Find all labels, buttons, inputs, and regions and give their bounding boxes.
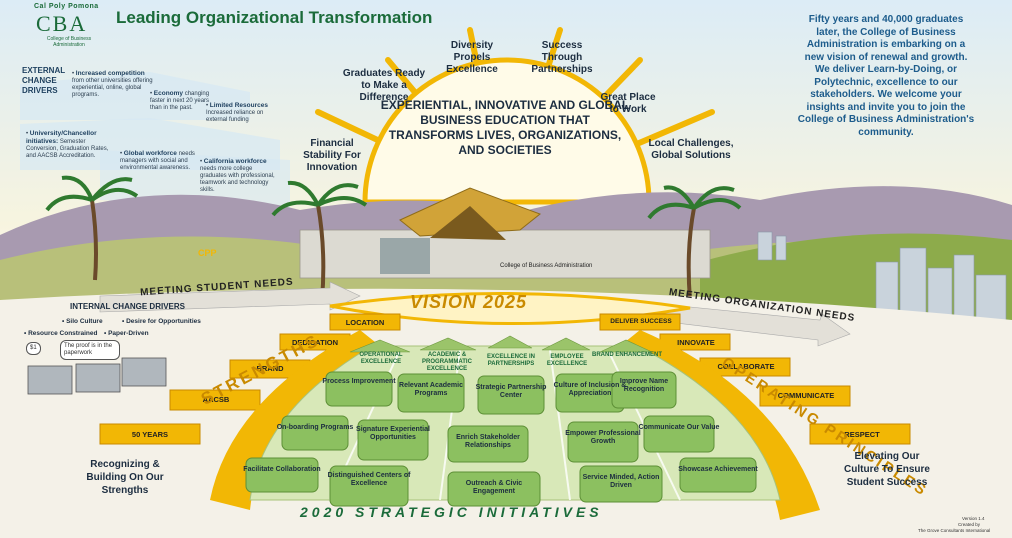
principle-step-label: DELIVER SUCCESS <box>610 318 672 325</box>
internal-driver-item: • Desire for Opportunities <box>122 318 201 325</box>
initiative-category: EMPLOYEE EXCELLENCE <box>546 354 588 367</box>
internal-driver-item: • Silo Culture <box>62 318 103 325</box>
cpp-hill-letters: CPP <box>198 248 217 258</box>
strength-step-label: BRAND <box>256 364 284 373</box>
palm-tree-center-right <box>647 185 742 301</box>
cba-building <box>299 187 711 279</box>
initiative-label: Outreach & Civic Engagement <box>465 480 523 495</box>
speech-bubble: $1 <box>26 342 41 355</box>
office-desks <box>27 357 167 395</box>
external-driver-item: • University/Chancellor initiatives: Sem… <box>26 130 109 159</box>
strategic-initiatives-banner: 2020 STRATEGIC INITIATIVES <box>300 504 603 520</box>
strengths-staircase <box>99 313 401 445</box>
initiative-label: Facilitate Collaboration <box>243 466 321 473</box>
initiative-label: Strategic Partnership Center <box>475 384 547 399</box>
intro-paragraph: Fifty years and 40,000 graduates later, … <box>797 14 975 138</box>
external-driver-item: • Global workforce needs managers with s… <box>120 150 195 171</box>
principle-step-label: RESPECT <box>844 430 880 439</box>
strength-step-label: AACSB <box>202 395 230 404</box>
credit-label: The Grove Consultants International <box>918 528 991 533</box>
initiative-label: Improve Name Recognition <box>619 378 669 393</box>
speech-bubble: The proof is in the paperwork <box>60 340 120 360</box>
initiative-label: On-boarding Programs <box>276 424 354 431</box>
external-drivers-heading: EXTERNAL CHANGE DRIVERS <box>22 66 65 95</box>
initiative-category: OPERATIONAL EXCELLENCE <box>359 352 403 365</box>
driver-arrow <box>100 150 290 208</box>
initiative-label: Process Improvement <box>322 378 396 385</box>
initiative-label: Service Minded, Action Driven <box>582 474 660 489</box>
vision-ray-label: Local Challenges, Global Solutions <box>648 138 734 161</box>
initiative-label: Communicate Our Value <box>638 424 720 431</box>
vision-ray-label: Diversity Propels Excellence <box>446 40 498 75</box>
initiative-category: ACADEMIC & PROGRAMMATIC EXCELLENCE <box>422 352 472 372</box>
principles-staircase <box>599 313 911 445</box>
internal-driver-item: • Resource Constrained <box>24 330 98 337</box>
vision-ray-label: Great Place to Work <box>600 92 656 115</box>
driver-arrow <box>20 72 250 120</box>
initiative-label: Culture of Inclusion & Appreciation <box>553 382 627 397</box>
external-driver-item: • Limited Resources Increased reliance o… <box>206 102 268 123</box>
garden-plots <box>245 371 757 507</box>
internal-drivers-heading: INTERNAL CHANGE DRIVERS <box>70 302 185 311</box>
vision-ray-label: Success Through Partnerships <box>531 40 593 75</box>
strength-step-label: 50 YEARS <box>131 430 169 439</box>
building-label: College of Business Administration <box>500 263 593 269</box>
vision-ray-label: Graduates Ready to Make a Difference <box>342 68 426 103</box>
category-arrows <box>349 335 653 353</box>
internal-driver-item: • Paper-Driven <box>104 330 149 337</box>
strength-step-label: DEDICATION <box>291 338 339 347</box>
initiative-label: Signature Experiential Opportunities <box>356 426 430 441</box>
principle-step-label: INNOVATE <box>677 338 715 347</box>
page-title: Leading Organizational Transformation <box>116 8 433 27</box>
external-driver-item: • California workforce needs more colleg… <box>200 158 275 193</box>
initiative-label: Enrich Stakeholder Relationships <box>456 434 520 449</box>
vision-2025-label: VISION 2025 <box>410 292 528 312</box>
cba-logo: CBA <box>36 11 88 36</box>
logo-college-name: College of Business Administration <box>46 36 92 48</box>
initiative-label: Distinguished Centers of Excellence <box>327 472 411 487</box>
external-driver-item: • Increased competition from other unive… <box>72 70 153 98</box>
initiative-category: EXCELLENCE IN PARTNERSHIPS <box>486 354 535 367</box>
vision-sun <box>362 57 652 205</box>
palm-tree-left <box>45 175 139 281</box>
initiative-category: BRAND ENHANCEMENT <box>592 352 662 358</box>
vision-ray-label: Financial Stability For Innovation <box>303 138 361 173</box>
principle-step-label: COLLABORATE <box>717 362 775 371</box>
vision-statement: EXPERIENTIAL, INNOVATIVE AND GLOBAL BUSI… <box>380 98 630 157</box>
principles-caption: Elevating Our Culture To Ensure Student … <box>844 451 930 488</box>
external-driver-item: • Economy changing faster in next 20 yea… <box>150 90 210 111</box>
initiative-label: Empower Professional Growth <box>565 430 641 445</box>
strengths-caption: Recognizing & Building On Our Strengths <box>86 459 164 496</box>
initiative-label: Showcase Achievement <box>678 466 758 473</box>
created-by-label: Created by <box>958 522 981 527</box>
strength-step-label: LOCATION <box>345 318 385 327</box>
logo-university-name: Cal Poly Pomona <box>34 3 99 10</box>
initiative-label: Relevant Academic Programs <box>399 382 463 397</box>
principle-step-label: COMMUNICATE <box>777 391 835 400</box>
version-label: Version 1.4 <box>962 516 985 521</box>
